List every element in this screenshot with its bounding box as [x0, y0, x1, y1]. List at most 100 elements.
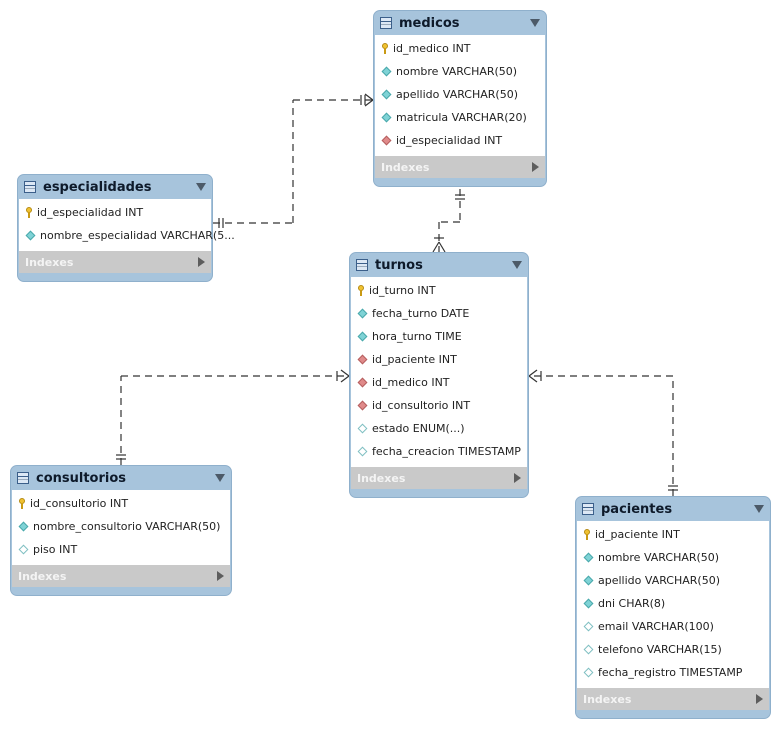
not-null-diamond-icon: [381, 66, 392, 77]
column-definition: id_paciente INT: [372, 353, 457, 366]
column-definition: apellido VARCHAR(50): [598, 574, 721, 587]
nullable-diamond-icon: [357, 446, 368, 457]
column-row[interactable]: id_paciente INT: [577, 523, 769, 546]
column-row[interactable]: id_medico INT: [375, 37, 545, 60]
column-list: id_paciente INT nombre VARCHAR(50) apellid…: [577, 521, 769, 688]
not-null-diamond-icon: [583, 598, 594, 609]
indexes-label: Indexes: [381, 160, 430, 174]
nullable-diamond-icon: [583, 667, 594, 678]
table-footer: [374, 178, 546, 186]
column-definition: id_medico INT: [372, 376, 450, 389]
column-definition: dni CHAR(8): [598, 597, 666, 610]
column-row[interactable]: fecha_turno DATE: [351, 302, 527, 325]
collapse-arrow-icon[interactable]: [215, 474, 225, 482]
column-row[interactable]: apellido VARCHAR(50): [577, 569, 769, 592]
nullable-diamond-icon: [357, 423, 368, 434]
column-row[interactable]: id_turno INT: [351, 279, 527, 302]
not-null-diamond-icon: [381, 89, 392, 100]
indexes-label: Indexes: [357, 471, 406, 485]
column-definition: apellido VARCHAR(50): [396, 88, 519, 101]
table-footer: [350, 489, 528, 497]
column-list: id_turno INT fecha_turno DATE hora_turno T…: [351, 277, 527, 467]
many-mark: [340, 375, 350, 383]
expand-arrow-icon[interactable]: [198, 257, 205, 267]
table-medicos[interactable]: medicos id_medico INT nombre VARCHAR(50) ap…: [373, 10, 547, 187]
foreign-key-diamond-icon: [381, 135, 392, 146]
not-null-diamond-icon: [25, 230, 36, 241]
expand-arrow-icon[interactable]: [756, 694, 763, 704]
column-row[interactable]: id_consultorio INT: [12, 492, 230, 515]
collapse-arrow-icon[interactable]: [512, 261, 522, 269]
indexes-section[interactable]: Indexes: [375, 156, 545, 178]
table-turnos[interactable]: turnos id_turno INT fecha_turno DATE hora_t…: [349, 252, 529, 498]
collapse-arrow-icon[interactable]: [530, 19, 540, 27]
column-definition: id_consultorio INT: [30, 497, 129, 510]
column-definition: fecha_creacion TIMESTAMP: [372, 445, 521, 458]
column-row[interactable]: id_especialidad INT: [19, 201, 211, 224]
column-row[interactable]: nombre_consultorio VARCHAR(50): [12, 515, 230, 538]
table-icon: [582, 503, 594, 515]
table-header[interactable]: especialidades: [18, 175, 212, 199]
column-row[interactable]: id_medico INT: [351, 371, 527, 394]
indexes-section[interactable]: Indexes: [12, 565, 230, 587]
column-row[interactable]: telefono VARCHAR(15): [577, 638, 769, 661]
column-row[interactable]: matricula VARCHAR(20): [375, 106, 545, 129]
many-mark: [438, 241, 446, 253]
column-definition: telefono VARCHAR(15): [598, 643, 722, 656]
column-row[interactable]: id_consultorio INT: [351, 394, 527, 417]
column-definition: estado ENUM(...): [372, 422, 465, 435]
table-header[interactable]: medicos: [374, 11, 546, 35]
column-definition: id_turno INT: [369, 284, 436, 297]
many-mark: [432, 241, 440, 253]
expand-arrow-icon[interactable]: [217, 571, 224, 581]
column-row[interactable]: dni CHAR(8): [577, 592, 769, 615]
primary-key-icon: [25, 207, 33, 218]
column-row[interactable]: nombre VARCHAR(50): [577, 546, 769, 569]
column-definition: piso INT: [33, 543, 78, 556]
column-row[interactable]: hora_turno TIME: [351, 325, 527, 348]
indexes-section[interactable]: Indexes: [351, 467, 527, 489]
not-null-diamond-icon: [18, 521, 29, 532]
nullable-diamond-icon: [583, 644, 594, 655]
column-row[interactable]: fecha_creacion TIMESTAMP: [351, 440, 527, 463]
column-row[interactable]: nombre VARCHAR(50): [375, 60, 545, 83]
table-icon: [17, 472, 29, 484]
column-definition: id_especialidad INT: [37, 206, 144, 219]
column-row[interactable]: nombre_especialidad VARCHAR(5...: [19, 224, 235, 247]
column-row[interactable]: piso INT: [12, 538, 230, 561]
many-mark: [340, 369, 350, 377]
collapse-arrow-icon[interactable]: [754, 505, 764, 513]
column-definition: nombre VARCHAR(50): [396, 65, 518, 78]
collapse-arrow-icon[interactable]: [196, 183, 206, 191]
table-header[interactable]: consultorios: [11, 466, 231, 490]
indexes-section[interactable]: Indexes: [19, 251, 211, 273]
table-name: turnos: [375, 257, 423, 273]
column-definition: email VARCHAR(100): [598, 620, 714, 633]
column-row[interactable]: estado ENUM(...): [351, 417, 527, 440]
table-header[interactable]: pacientes: [576, 497, 770, 521]
column-row[interactable]: apellido VARCHAR(50): [375, 83, 545, 106]
expand-arrow-icon[interactable]: [532, 162, 539, 172]
column-row[interactable]: email VARCHAR(100): [577, 615, 769, 638]
column-list: id_medico INT nombre VARCHAR(50) apellido …: [375, 35, 545, 156]
column-row[interactable]: id_paciente INT: [351, 348, 527, 371]
table-especialidades[interactable]: especialidades id_especialidad INT nombre_…: [17, 174, 235, 282]
column-row[interactable]: fecha_registro TIMESTAMP: [577, 661, 769, 684]
column-definition: id_paciente INT: [595, 528, 680, 541]
many-mark: [528, 369, 538, 377]
table-consultorios[interactable]: consultorios id_consultorio INT nombre_con…: [10, 465, 232, 596]
column-definition: id_medico INT: [393, 42, 471, 55]
column-definition: nombre_consultorio VARCHAR(50): [33, 520, 221, 533]
indexes-section[interactable]: Indexes: [577, 688, 769, 710]
foreign-key-diamond-icon: [357, 400, 368, 411]
not-null-diamond-icon: [381, 112, 392, 123]
table-pacientes[interactable]: pacientes id_paciente INT nombre VARCHAR(5…: [575, 496, 771, 719]
table-header[interactable]: turnos: [350, 253, 528, 277]
column-row[interactable]: id_especialidad INT: [375, 129, 545, 152]
nullable-diamond-icon: [583, 621, 594, 632]
table-footer: [18, 273, 212, 281]
expand-arrow-icon[interactable]: [514, 473, 521, 483]
indexes-label: Indexes: [583, 692, 632, 706]
column-definition: hora_turno TIME: [372, 330, 462, 343]
